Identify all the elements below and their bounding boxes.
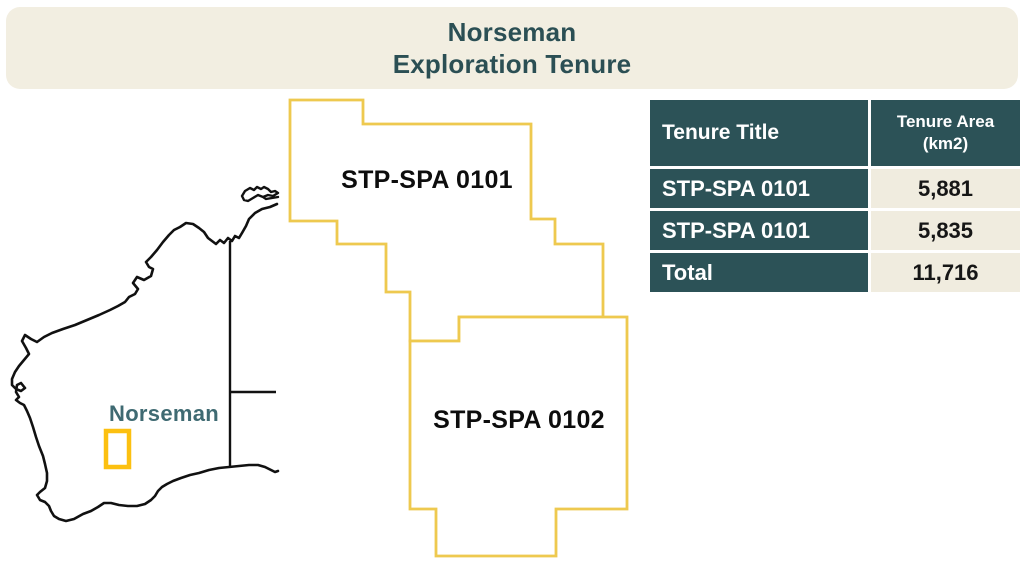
kimberley-coast-squiggle <box>240 185 280 203</box>
tenure-polygon-0102 <box>408 315 629 558</box>
tenure-0102-label: STP-SPA 0102 <box>433 406 605 434</box>
tenure-0101-label: STP-SPA 0101 <box>341 166 513 194</box>
table-row-total-title: Total <box>650 253 868 292</box>
norseman-location-marker <box>103 428 132 470</box>
page-title-line2: Exploration Tenure <box>392 49 632 79</box>
tenure-polygon-0101 <box>288 98 605 343</box>
page-title-line1: Norseman <box>447 17 577 47</box>
wa-coastline <box>10 202 280 523</box>
tenure-table: Tenure Title Tenure Area (km2) STP-SPA 0… <box>650 100 1020 292</box>
norseman-town-label: Norseman <box>109 401 219 426</box>
table-header-tenure-area: Tenure Area (km2) <box>871 100 1020 166</box>
table-row-value: 5,881 <box>871 169 1020 208</box>
table-header-tenure-title: Tenure Title <box>650 100 868 166</box>
title-banner: Norseman Exploration Tenure <box>6 7 1018 89</box>
table-row-title: STP-SPA 0101 <box>650 169 868 208</box>
table-row-title: STP-SPA 0101 <box>650 211 868 250</box>
table-row-value: 5,835 <box>871 211 1020 250</box>
table-row-total-value: 11,716 <box>871 253 1020 292</box>
